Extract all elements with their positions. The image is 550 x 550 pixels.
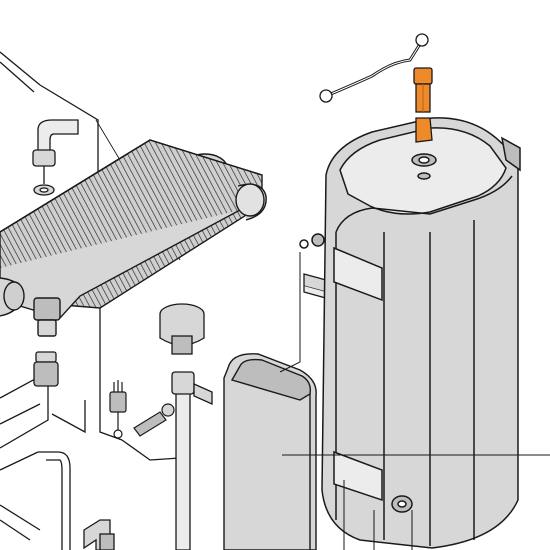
leader-lines — [279, 252, 550, 550]
expansion-vessel — [223, 353, 317, 550]
anode-rod — [413, 67, 433, 143]
elbow-pipe — [32, 119, 79, 196]
lower-pipe — [83, 519, 115, 550]
heat-exchanger — [0, 139, 267, 337]
earth-cable — [319, 33, 429, 103]
vertical-pipe — [171, 371, 213, 550]
fitting — [33, 351, 59, 387]
drain-cock — [133, 403, 175, 437]
temperature-sensor — [109, 380, 127, 439]
air-vent — [159, 303, 205, 355]
storage-tank — [299, 117, 521, 549]
